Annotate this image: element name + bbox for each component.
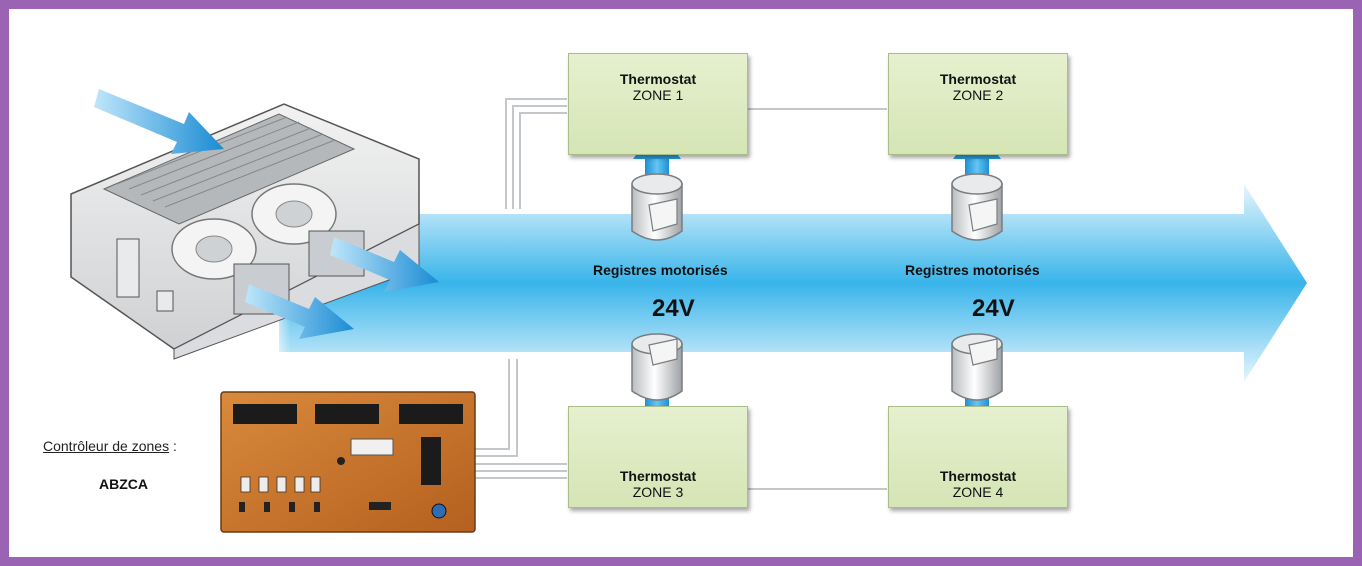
damper-label-right: Registres motorisés xyxy=(905,262,1040,278)
thermostat-title: Thermostat xyxy=(939,71,1017,87)
thermostat-zone-label: ZONE 3 xyxy=(632,484,684,500)
motorized-damper-top-left xyxy=(631,173,683,241)
thermostat-title: Thermostat xyxy=(619,71,697,87)
thermostat-zone-1: Thermostat ZONE 1 xyxy=(568,53,748,155)
motorized-damper-bottom-right xyxy=(951,333,1003,401)
voltage-label-left: 24V xyxy=(652,295,695,322)
thermostat-zone-label: ZONE 1 xyxy=(632,87,684,103)
motorized-damper-bottom-left xyxy=(631,333,683,401)
controller-caption: Contrôleur de zones : xyxy=(43,438,177,454)
controller-model: ABZCA xyxy=(99,476,148,492)
voltage-label-right: 24V xyxy=(972,295,1015,322)
thermostat-zone-label: ZONE 2 xyxy=(952,87,1004,103)
thermostat-title: Thermostat xyxy=(619,468,697,484)
controller-caption-separator: : xyxy=(169,438,177,454)
damper-label-left: Registres motorisés xyxy=(593,262,728,278)
thermostat-title: Thermostat xyxy=(939,468,1017,484)
air-intake-arrow xyxy=(94,89,224,154)
diagram-canvas xyxy=(70,89,1307,533)
thermostat-zone-2: Thermostat ZONE 2 xyxy=(888,53,1068,155)
thermostat-zone-3: Thermostat ZONE 3 xyxy=(568,406,748,508)
controller-caption-text: Contrôleur de zones xyxy=(43,438,170,454)
thermostat-zone-label: ZONE 4 xyxy=(952,484,1004,500)
air-outlet-arrow-2 xyxy=(330,237,439,292)
motorized-damper-top-right xyxy=(951,173,1003,241)
zone-controller-board-illustration xyxy=(220,391,476,533)
thermostat-zone-4: Thermostat ZONE 4 xyxy=(888,406,1068,508)
air-outlet-arrow-1 xyxy=(245,284,354,339)
